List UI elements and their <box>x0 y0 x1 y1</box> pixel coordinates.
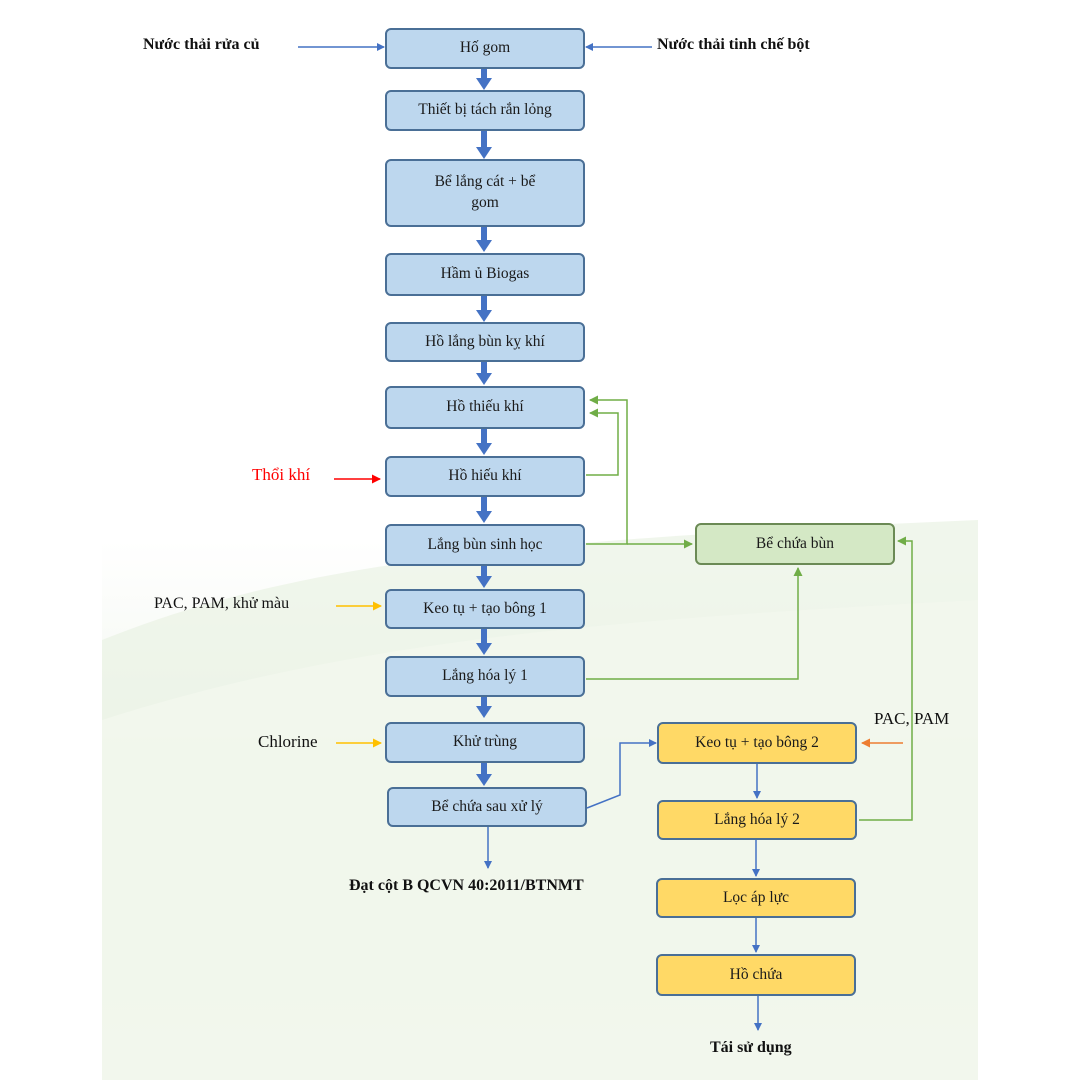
arrow-ho-lang-to-thieu-khi <box>476 362 492 385</box>
box-thiet-bi-tach-ran-long: Thiết bị tách rắn lỏng <box>385 90 585 131</box>
box-keo-tu-tao-bong-1: Keo tụ + tạo bông 1 <box>385 589 585 629</box>
box-be-chua-sau-xu-ly: Bể chứa sau xử lý <box>387 787 587 827</box>
box-lang-hoa-ly-1: Lắng hóa lý 1 <box>385 656 585 697</box>
arrow-hieu-khi-to-lang-bun <box>476 497 492 523</box>
arrow-khu-trung-to-be-chua <box>476 763 492 786</box>
main-flow-arrows <box>476 69 492 786</box>
box-loc-ap-luc: Lọc áp lực <box>656 878 856 918</box>
box-khu-trung: Khử trùng <box>385 722 585 763</box>
label-dat-cot-b: Đạt cột B QCVN 40:2011/BTNMT <box>349 877 584 894</box>
arrow-thieu-khi-to-hieu-khi <box>476 429 492 455</box>
arrow-gom-to-thietbi <box>476 69 492 90</box>
label-nuoc-thai-tinh-che-bot: Nước thải tinh chế bột <box>657 36 810 53</box>
arrow-thietbi-to-lang-cat <box>476 131 492 159</box>
box-lang-hoa-ly-2: Lắng hóa lý 2 <box>657 800 857 840</box>
arrow-lang-bun-to-keo-tu-1 <box>476 566 492 588</box>
label-chlorine: Chlorine <box>258 732 318 751</box>
box-ho-thieu-khi: Hồ thiếu khí <box>385 386 585 429</box>
box-be-lang-cat: Bể lắng cát + bể gom <box>385 159 585 227</box>
arrow-lang-cat-to-ham-u <box>476 227 492 252</box>
box-ho-hieu-khi: Hồ hiếu khí <box>385 456 585 497</box>
sludge-return-lang-bun-to-thieu-khi <box>586 395 628 545</box>
sludge-return-hieu-khi-to-thieu-khi <box>586 408 619 476</box>
box-ham-u-biogas: Hầm ủ Biogas <box>385 253 585 296</box>
arrow-keo-tu-1-to-lang-hoa-ly-1 <box>476 629 492 655</box>
box-be-chua-bun: Bể chứa bùn <box>695 523 895 565</box>
box-ho-gom: Hố gom <box>385 28 585 69</box>
arrow-be-chua-to-keo-tu-2 <box>586 739 657 809</box>
label-pac-pam: PAC, PAM <box>874 709 950 728</box>
label-tai-su-dung: Tái sử dụng <box>710 1039 792 1056</box>
arrow-lang-hoa-ly-1-to-khu-trung <box>476 697 492 718</box>
label-thoi-khi: Thổi khí <box>252 465 311 484</box>
box-lang-bun-sinh-hoc: Lắng bùn sinh học <box>385 524 585 566</box>
sludge-lang-hoa-ly-1-to-be-chua-bun <box>586 567 803 680</box>
box-ho-lang-bun-ky-khi: Hồ lắng bùn kỵ khí <box>385 322 585 362</box>
label-nuoc-thai-rua-cu: Nước thải rửa củ <box>143 36 260 53</box>
box-keo-tu-tao-bong-2: Keo tụ + tạo bông 2 <box>657 722 857 764</box>
label-pac-pam-khu-mau: PAC, PAM, khử màu <box>154 595 290 612</box>
sludge-lang-hoa-ly-2-to-be-chua-bun <box>859 536 913 821</box>
arrow-ham-u-to-ho-lang <box>476 296 492 322</box>
box-ho-chua: Hồ chứa <box>656 954 856 996</box>
